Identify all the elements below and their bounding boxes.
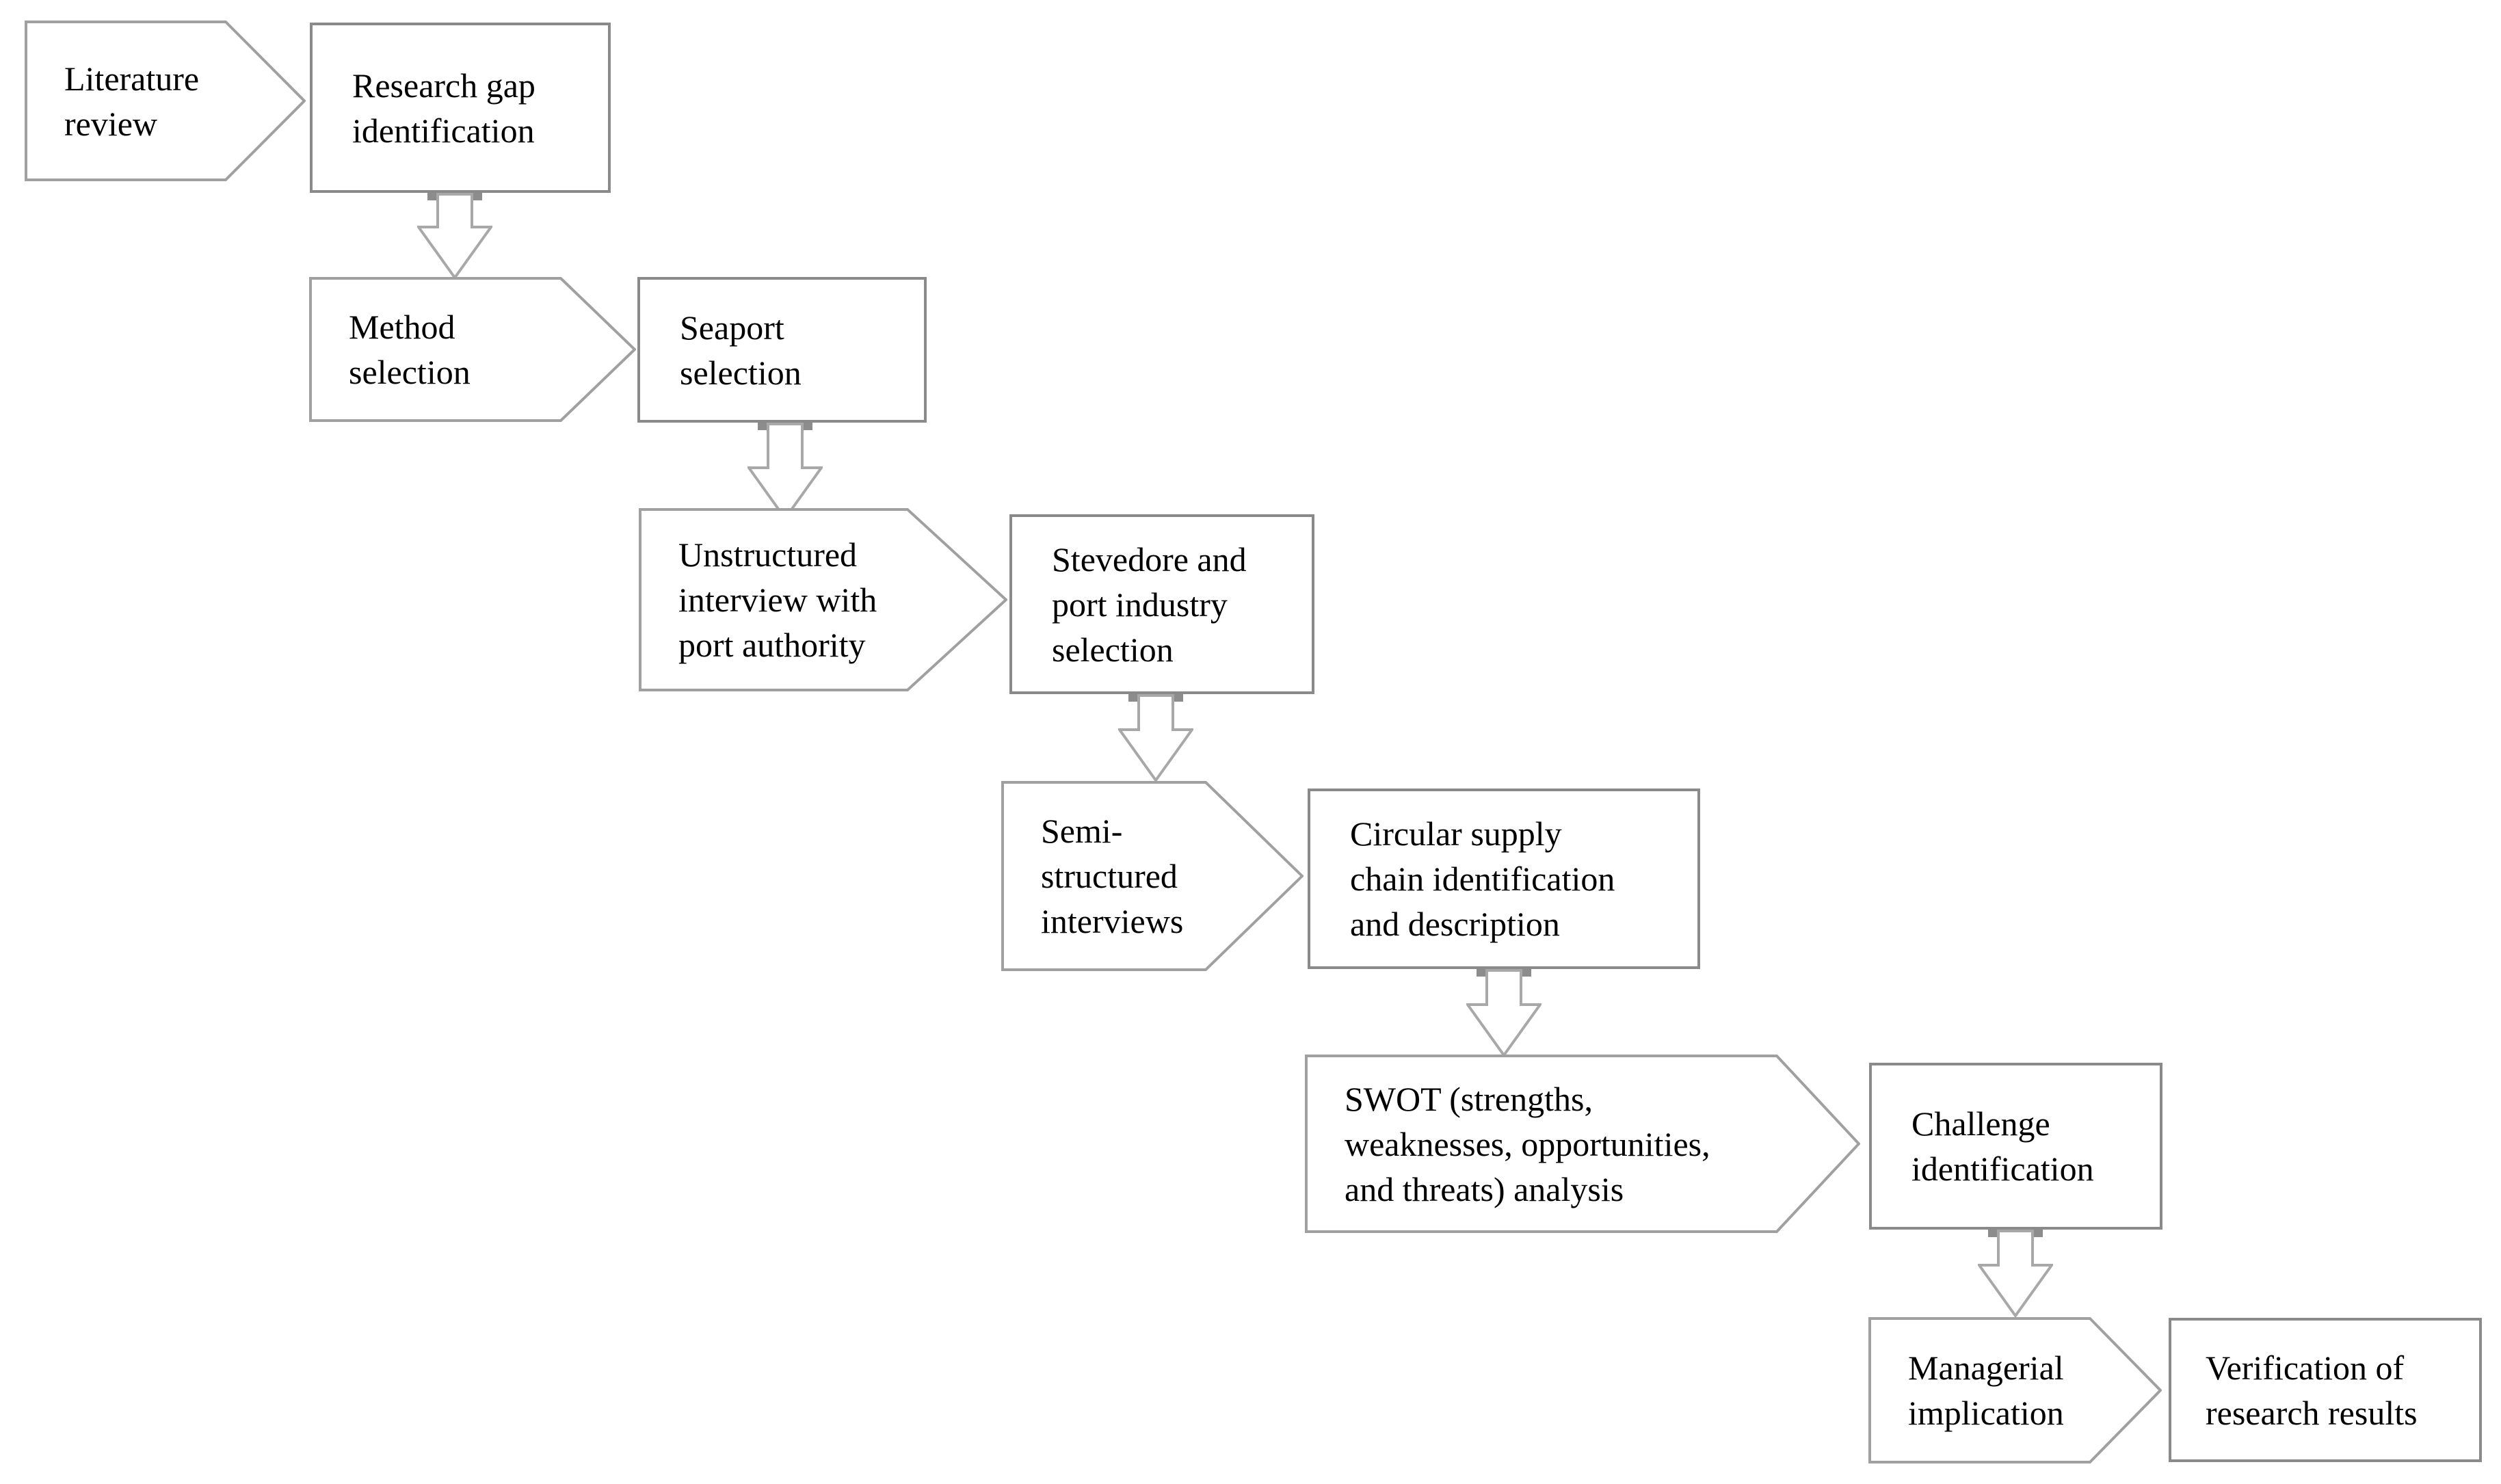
- pentagon-shape: [1001, 781, 1304, 971]
- node-label: Seaport selection: [680, 308, 802, 392]
- node-label: Circular supply chain identification and…: [1350, 814, 1615, 943]
- pentagon-shape: [1868, 1317, 2162, 1463]
- node-circular-supply-chain-identification-and-description: Circular supply chain identification and…: [1308, 789, 1700, 969]
- node-swot-analysis: SWOT (strengths, weaknesses, opportuniti…: [1305, 1055, 1860, 1233]
- down-arrow: [747, 423, 823, 520]
- node-label: Method selection: [349, 308, 471, 391]
- node-label: Challenge identification: [1911, 1104, 2094, 1188]
- node-research-gap-identification: Research gap identification: [310, 23, 611, 193]
- pentagon-shape: [1305, 1055, 1860, 1233]
- pentagon-shape: [639, 508, 1007, 691]
- pentagon-shape: [309, 277, 636, 422]
- node-unstructured-interview-with-port-authority: Unstructured interview with port authori…: [639, 508, 1007, 691]
- node-method-selection: Method selection: [309, 277, 636, 422]
- node-managerial-implication: Managerial implication: [1868, 1317, 2162, 1463]
- pentagon-outline: [309, 277, 636, 422]
- pentagon-outline: [1001, 781, 1304, 971]
- down-arrow: [1118, 694, 1193, 782]
- node-verification-of-research-results: Verification of research results: [2169, 1318, 2482, 1462]
- node-literature-review: Literature review: [25, 21, 306, 181]
- node-label: Literature review: [64, 59, 200, 143]
- pentagon-outline: [1868, 1317, 2162, 1463]
- arrow-outline: [1466, 969, 1541, 1057]
- arrow-outline: [1978, 1230, 2053, 1317]
- pentagon-outline: [25, 21, 306, 181]
- node-label: Managerial implication: [1908, 1349, 2064, 1432]
- pentagon-outline: [1305, 1055, 1860, 1233]
- node-semi-structured-interviews: Semi- structured interviews: [1001, 781, 1304, 971]
- pentagon-outline: [639, 508, 1007, 691]
- node-seaport-selection: Seaport selection: [637, 277, 927, 423]
- node-label: Semi- structured interviews: [1041, 812, 1184, 940]
- arrow-outline: [417, 193, 492, 279]
- down-arrow: [1978, 1230, 2053, 1317]
- node-label: Unstructured interview with port authori…: [678, 535, 877, 664]
- node-label: Research gap identification: [352, 66, 535, 150]
- pentagon-shape: [25, 21, 306, 181]
- arrow-outline: [747, 423, 823, 520]
- down-arrow: [417, 193, 492, 279]
- node-label: Stevedore and port industry selection: [1052, 540, 1247, 669]
- down-arrow: [1466, 969, 1541, 1057]
- node-stevedore-and-port-industry-selection: Stevedore and port industry selection: [1009, 514, 1314, 694]
- arrow-outline: [1118, 694, 1193, 782]
- node-label: Verification of research results: [2206, 1348, 2418, 1432]
- node-label: SWOT (strengths, weaknesses, opportuniti…: [1345, 1079, 1710, 1208]
- node-challenge-identification: Challenge identification: [1869, 1063, 2162, 1230]
